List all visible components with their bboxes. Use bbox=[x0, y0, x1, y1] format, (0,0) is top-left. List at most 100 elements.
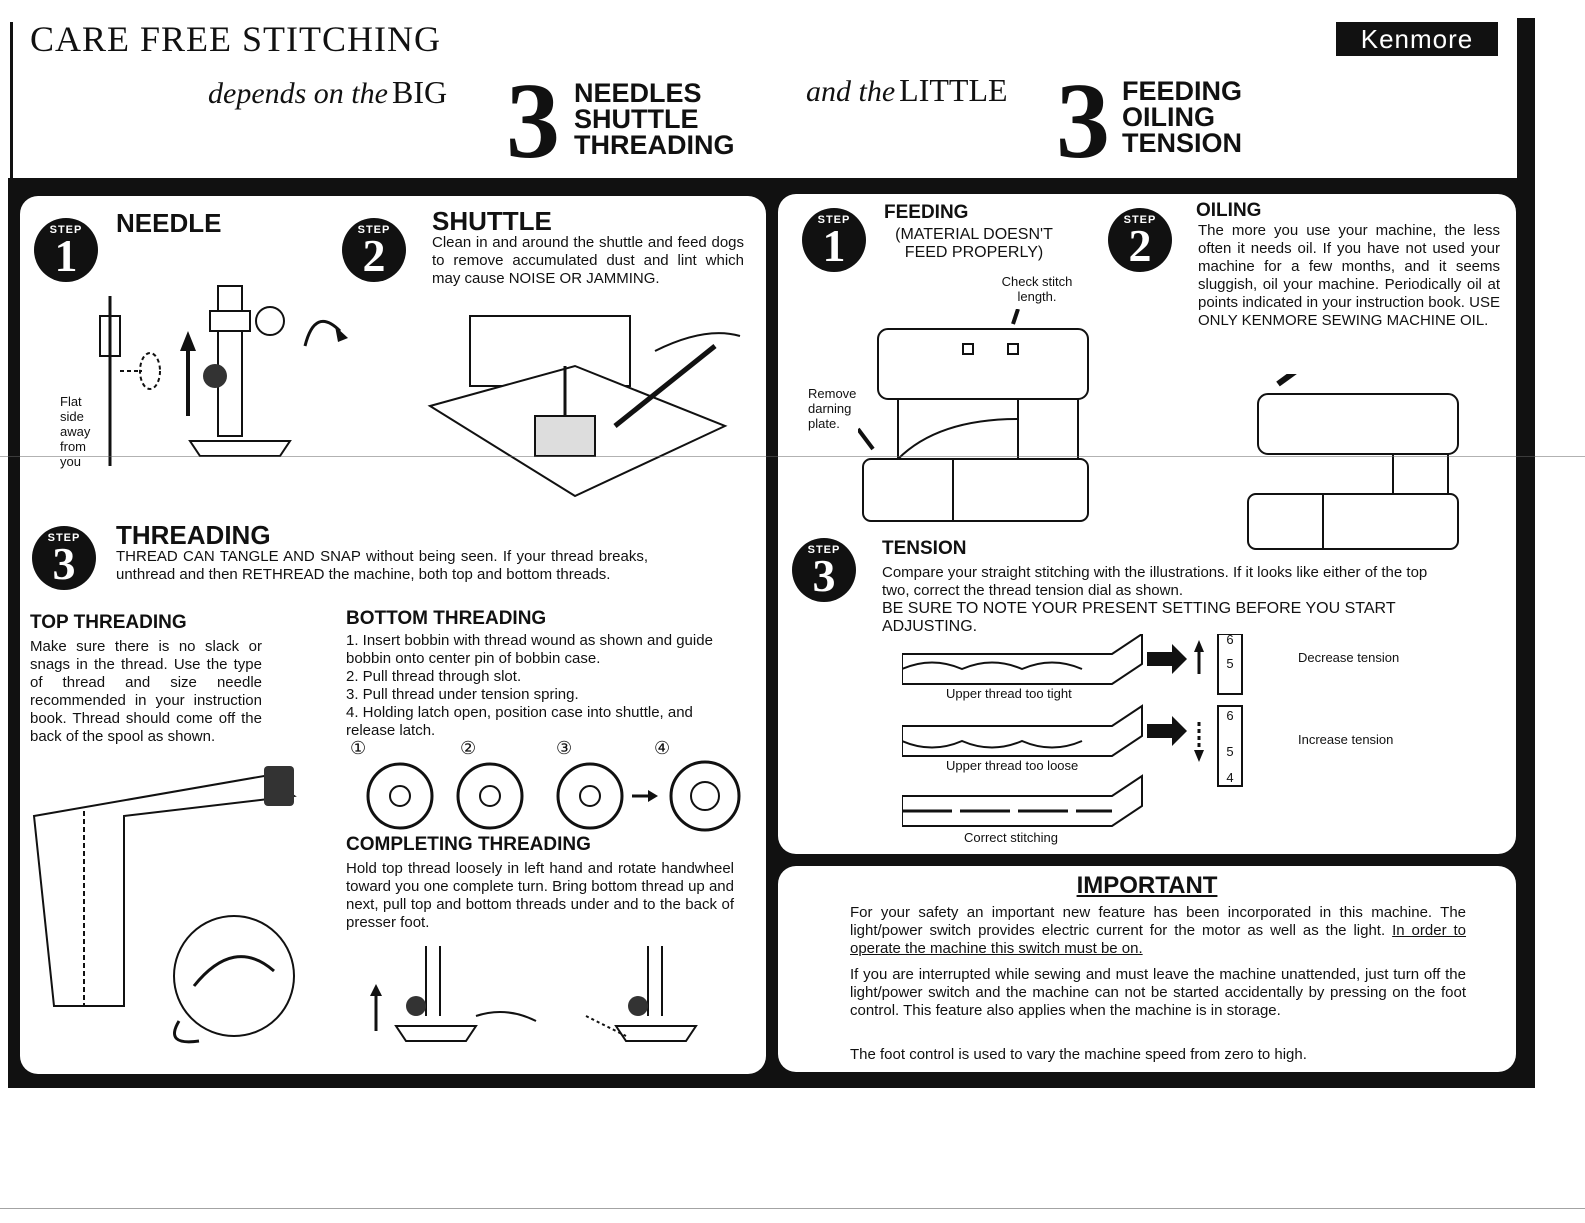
feeding-machine-illustration bbox=[858, 309, 1089, 522]
bobbin-num-4: ④ bbox=[654, 738, 671, 758]
important-paragraph-1: For your safety an important new feature… bbox=[850, 904, 1466, 958]
bobbin-num-3: ③ bbox=[556, 738, 573, 758]
step-badge-label: STEP bbox=[47, 532, 81, 544]
shuttle-heading: SHUTTLE bbox=[432, 206, 552, 236]
step-badge-number: 3 bbox=[812, 550, 836, 601]
top-threading-illustration bbox=[32, 766, 297, 1044]
dial-value-bottom: 4 bbox=[1226, 770, 1234, 785]
big-three-list: NEEDLES SHUTTLE THREADING bbox=[574, 78, 735, 160]
step-badge-number: 2 bbox=[1128, 220, 1152, 271]
important-p1-text: For your safety an important new feature… bbox=[850, 904, 1466, 939]
shuttle-illustration bbox=[427, 315, 741, 498]
needle-heading: NEEDLE bbox=[116, 208, 222, 238]
kenmore-logo: Kenmore bbox=[1336, 22, 1498, 56]
step-badge-label: STEP bbox=[1123, 214, 1157, 226]
top-threading-text: Make sure there is no slack or snags in … bbox=[30, 638, 262, 745]
important-panel: IMPORTANT For your safety an important n… bbox=[778, 866, 1516, 1072]
bobbin-num-2: ② bbox=[460, 738, 477, 758]
needle-note-line: Flat bbox=[60, 394, 82, 409]
tension-warning: BE SURE TO NOTE YOUR PRESENT SETTING BEF… bbox=[882, 600, 1396, 635]
tension-stitch-illustration bbox=[902, 634, 1243, 827]
remove-darning-label: Remove darning plate. bbox=[808, 386, 857, 431]
label-increase-tension: Increase tension bbox=[1298, 732, 1394, 747]
important-paragraph-3: The foot control is used to vary the mac… bbox=[850, 1046, 1307, 1063]
big-item-threading: THREADING bbox=[574, 130, 735, 160]
label-decrease-tension: Decrease tension bbox=[1298, 650, 1400, 665]
step-badge-number: 3 bbox=[52, 538, 76, 589]
big-three-numeral: 3 bbox=[506, 62, 560, 181]
dial-value-top-2: 6 bbox=[1226, 708, 1234, 723]
important-paragraph-2: If you are interrupted while sewing and … bbox=[850, 966, 1466, 1019]
tagline-big: depends on the BIG bbox=[208, 74, 447, 111]
needle-note: Flat side away from you bbox=[60, 394, 90, 469]
page-title: CARE FREE STITCHING bbox=[30, 19, 442, 59]
needle-note-line: you bbox=[60, 454, 81, 469]
step-badge-threading: STEP 3 bbox=[32, 526, 96, 590]
step-badge-label: STEP bbox=[807, 544, 841, 556]
bottom-step-item: 1. Insert bobbin with thread wound as sh… bbox=[346, 632, 713, 667]
step-badge-number: 2 bbox=[362, 230, 386, 281]
step-badge-label: STEP bbox=[49, 224, 83, 236]
tagline-little: and the LITTLE bbox=[806, 72, 1008, 109]
bottom-step-item: 4. Holding latch open, position case int… bbox=[346, 704, 693, 739]
threading-text: THREAD CAN TANGLE AND SNAP without being… bbox=[116, 548, 648, 583]
bottom-threading-steps: 1. Insert bobbin with thread wound as sh… bbox=[346, 632, 734, 740]
step-badge-number: 1 bbox=[54, 230, 78, 281]
big-three-panel: STEP 1 NEEDLE Flat side away from you ST… bbox=[20, 196, 766, 1074]
step-badge-feeding: STEP 1 bbox=[802, 208, 866, 272]
feeding-heading: FEEDING bbox=[884, 202, 969, 223]
big-item-shuttle: SHUTTLE bbox=[574, 104, 699, 134]
oiling-text: The more you use your machine, the less … bbox=[1198, 222, 1500, 329]
important-p1-underline: In order to operate the machine this swi… bbox=[850, 922, 1467, 957]
completing-threading-heading: COMPLETING THREADING bbox=[346, 834, 591, 855]
label-too-tight: Upper thread too tight bbox=[946, 686, 1072, 701]
oiling-heading: OILING bbox=[1196, 200, 1262, 221]
stitch-too-tight bbox=[902, 634, 1143, 685]
scan-line bbox=[0, 1208, 1585, 1209]
bobbin-num-1: ① bbox=[350, 738, 367, 758]
step-badge-needle: STEP 1 bbox=[34, 218, 98, 282]
feeding-subtitle: (MATERIAL DOESN'T FEED PROPERLY) bbox=[895, 226, 1053, 261]
completing-threading-illustration bbox=[370, 946, 698, 1042]
stitch-correct bbox=[902, 774, 1143, 827]
bottom-step-item: 3. Pull thread under tension spring. bbox=[346, 686, 579, 703]
top-threading-heading: TOP THREADING bbox=[30, 612, 187, 633]
needle-note-line: away bbox=[60, 424, 91, 439]
tagline-and-the: and the bbox=[806, 75, 896, 108]
step-badge-shuttle: STEP 2 bbox=[342, 218, 406, 282]
tagline-depends: depends on the bbox=[208, 77, 388, 110]
label-correct: Correct stitching bbox=[964, 830, 1058, 845]
scan-line bbox=[0, 456, 1585, 457]
completing-threading-text: Hold top thread loosely in left hand and… bbox=[346, 860, 734, 931]
important-heading: IMPORTANT bbox=[1076, 872, 1218, 899]
needle-note-line: side bbox=[60, 409, 84, 424]
big-item-needles: NEEDLES bbox=[574, 78, 702, 108]
needle-note-line: from bbox=[60, 439, 86, 454]
shuttle-text: Clean in and around the shuttle and feed… bbox=[432, 234, 744, 287]
bottom-step-item: 2. Pull thread through slot. bbox=[346, 668, 522, 685]
bobbin-illustration bbox=[366, 760, 741, 832]
label-too-loose: Upper thread too loose bbox=[946, 758, 1079, 773]
little-three-panel: STEP 1 FEEDING (MATERIAL DOESN'T FEED PR… bbox=[778, 194, 1516, 854]
little-item-oiling: OILING bbox=[1122, 102, 1215, 132]
stitch-too-loose bbox=[902, 704, 1143, 757]
tension-text: Compare your straight stitching with the… bbox=[882, 564, 1428, 599]
check-stitch-label: Check stitch length. bbox=[1001, 274, 1073, 304]
needle-illustration bbox=[99, 285, 348, 466]
little-item-feeding: FEEDING bbox=[1122, 76, 1243, 106]
bottom-threading-heading: BOTTOM THREADING bbox=[346, 608, 547, 629]
oiling-machine-illustration bbox=[1247, 374, 1459, 550]
dial-value-mid-2: 5 bbox=[1226, 744, 1234, 759]
dial-value-top: 6 bbox=[1226, 632, 1234, 647]
tension-heading: TENSION bbox=[882, 538, 967, 559]
dial-value-mid: 5 bbox=[1226, 656, 1234, 671]
little-three-list: FEEDING OILING TENSION bbox=[1122, 76, 1243, 157]
step-badge-oiling: STEP 2 bbox=[1108, 208, 1172, 272]
step-badge-number: 1 bbox=[822, 220, 846, 271]
right-border bbox=[1517, 18, 1535, 1088]
tagline-big-word: BIG bbox=[391, 74, 448, 110]
tagline-little-word: LITTLE bbox=[899, 72, 1008, 108]
threading-heading: THREADING bbox=[116, 520, 271, 550]
step-badge-label: STEP bbox=[357, 224, 391, 236]
little-three-numeral: 3 bbox=[1056, 62, 1110, 181]
